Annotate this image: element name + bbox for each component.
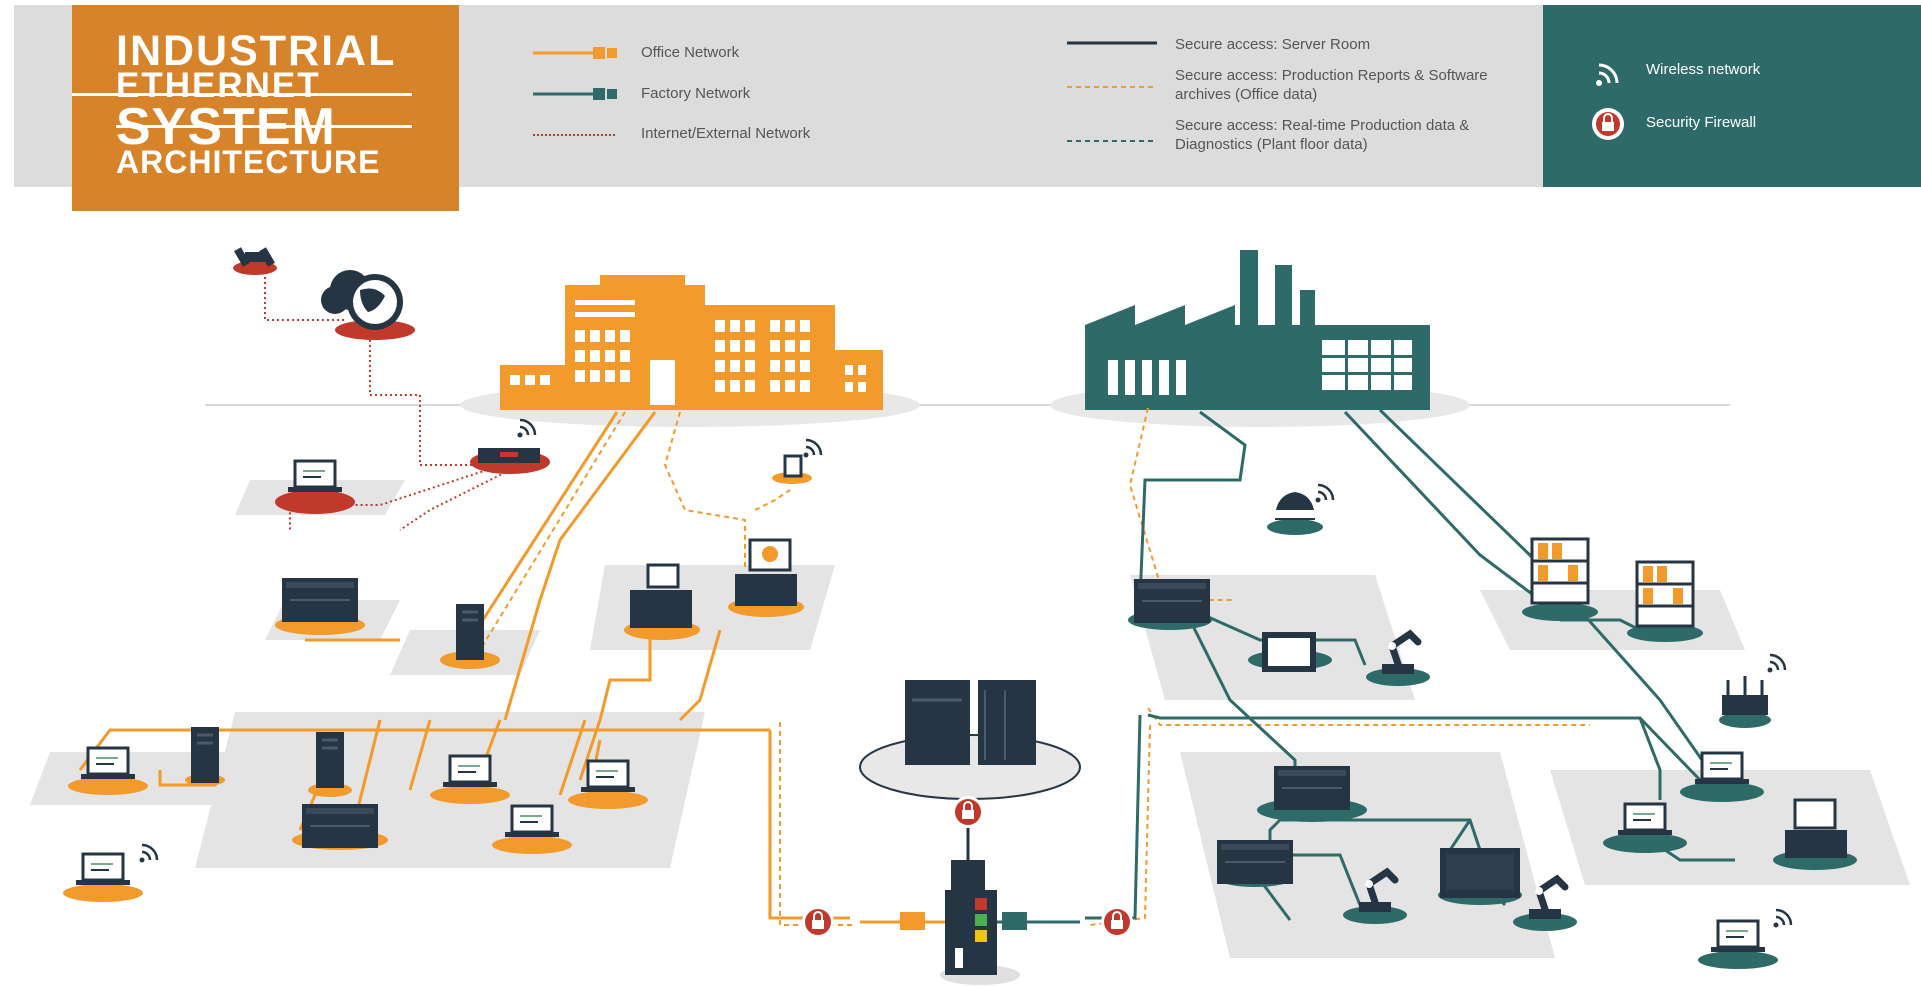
central-firewall-device	[801, 890, 1134, 985]
factory-platforms	[1130, 575, 1910, 958]
legend-realtime-data: Secure access: Real-time Production data…	[1175, 117, 1470, 153]
security-firewall-icon	[1592, 108, 1624, 140]
legend-secure-line-icons	[1067, 41, 1157, 142]
factory-building	[1050, 250, 1470, 427]
title-rule	[72, 93, 412, 96]
legend-office-network: Office Network	[641, 44, 740, 61]
internet-devices	[233, 247, 550, 514]
factory-devices	[1128, 483, 1857, 969]
title-line-industrial: INDUSTRIAL	[116, 27, 397, 75]
legend-green-panel: Wireless network Security Firewall	[1543, 5, 1921, 187]
wireless-icon	[1596, 63, 1619, 86]
title-line-ethernet: ETHERNET	[116, 66, 321, 105]
legend-factory-network: Factory Network	[641, 85, 751, 102]
factory-network-line-icon	[533, 88, 617, 100]
legend-server-room: Secure access: Server Room	[1175, 36, 1371, 53]
legend-firewall: Security Firewall	[1646, 114, 1757, 131]
title-logo-block: INDUSTRIAL ETHERNET SYSTEM ARCHITECTURE	[72, 5, 459, 211]
legend-production-reports: Secure access: Production Reports & Soft…	[1175, 67, 1488, 103]
server-room	[859, 680, 1081, 890]
title-rule	[116, 125, 412, 128]
title-line-system: SYSTEM	[116, 98, 336, 156]
legend-internet-network: Internet/External Network	[641, 125, 811, 142]
office-platforms	[30, 480, 835, 868]
office-building	[460, 275, 920, 427]
legend-wireless: Wireless network	[1646, 61, 1761, 78]
office-devices	[63, 438, 823, 902]
office-network-line-icon	[533, 47, 617, 59]
internet-connections	[264, 272, 511, 531]
legend-line-icons	[533, 47, 617, 136]
title-line-architecture: ARCHITECTURE	[116, 144, 381, 180]
